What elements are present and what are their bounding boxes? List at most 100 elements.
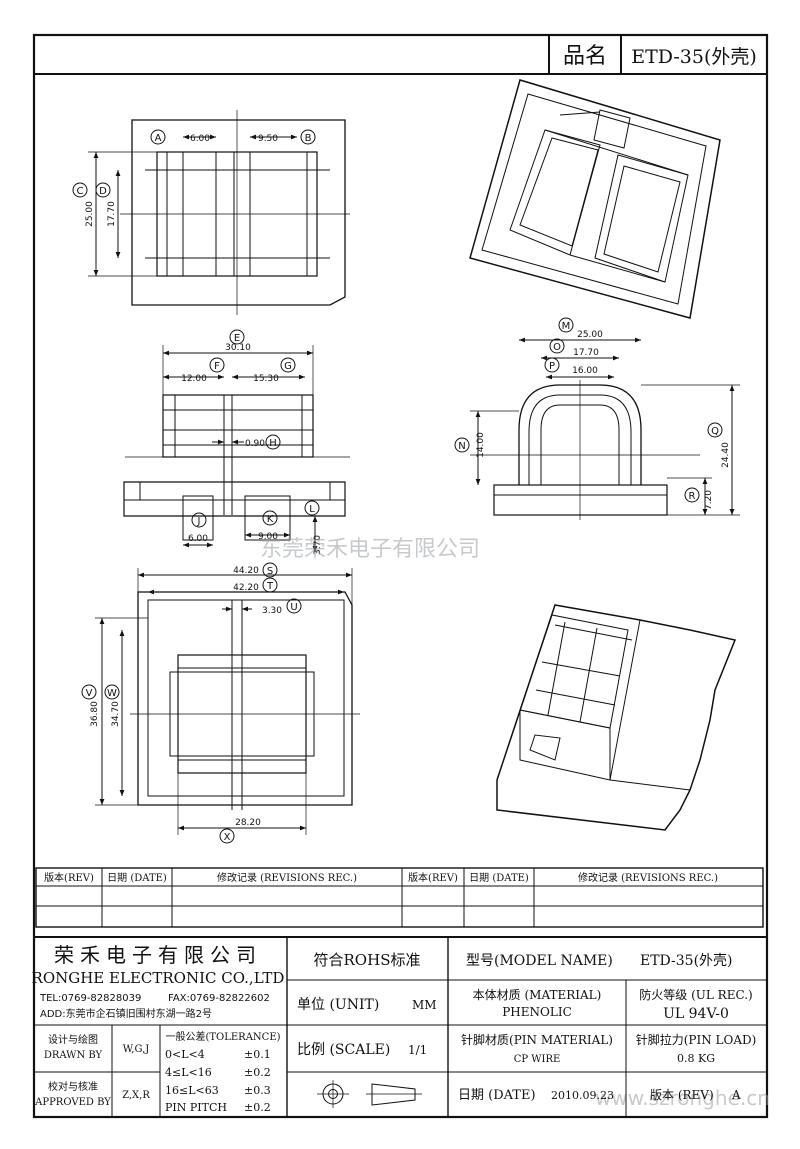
- scale-value: 1/1: [408, 1043, 427, 1057]
- projection-symbol-icon: [317, 1080, 422, 1108]
- tol-range-2: 4≤L<16: [165, 1066, 212, 1079]
- label-a: A: [155, 133, 162, 144]
- label-s: S: [267, 566, 273, 577]
- approved-by-value: Z,X,R: [122, 1090, 150, 1101]
- dim-g-value: 15.30: [253, 374, 279, 384]
- label-w: W: [107, 688, 117, 699]
- unit-label: 单位 (UNIT): [297, 997, 379, 1013]
- header-name-block: 品名 ETD-35(外壳): [34, 35, 767, 75]
- dim-s-value: 44.20: [233, 566, 259, 576]
- label-v: V: [86, 688, 93, 699]
- tol-value-3: ±0.3: [244, 1084, 271, 1097]
- top-view: 6.00 A 9.50 B 25.00 C 17.70 D: [72, 110, 350, 315]
- date-value: 2010.09.23: [551, 1089, 614, 1102]
- pin-load-label: 针脚拉力(PIN LOAD): [636, 1032, 757, 1047]
- tol-range-4: PIN PITCH: [165, 1101, 227, 1114]
- label-b: B: [305, 133, 312, 144]
- rohs-compliance: 符合ROHS标准: [314, 951, 421, 969]
- revision-table: 版本(REV) 日期 (DATE) 修改记录 (REVISIONS REC.) …: [35, 867, 764, 928]
- company-tel: TEL:0769-82828039: [39, 993, 141, 1004]
- rev-header-2: 版本(REV): [408, 871, 458, 884]
- tol-value-2: ±0.2: [244, 1066, 271, 1079]
- dim-u-value: 3.30: [262, 606, 282, 616]
- label-k: K: [267, 514, 274, 525]
- isometric-view-top: [469, 79, 721, 319]
- dim-r-value: 7.20: [704, 490, 714, 510]
- label-c: C: [77, 186, 84, 197]
- label-n: N: [458, 441, 465, 452]
- pin-material-value: CP WIRE: [514, 1054, 561, 1065]
- label-g: G: [284, 361, 292, 372]
- label-d: D: [99, 186, 107, 197]
- drawn-by-label-en: DRAWN BY: [44, 1050, 103, 1061]
- front-view: 30.10 E 12.00 F 15.30 G 0.90 H 6.00 J 9.…: [123, 329, 350, 555]
- tolerance-title: 一般公差(TOLERANCE): [165, 1030, 280, 1043]
- bottom-view: 44.20 S 42.20 T 3.30 U 36.80 V 34.70 W 2…: [81, 562, 360, 844]
- tol-value-4: ±0.2: [244, 1101, 271, 1114]
- label-l: L: [309, 504, 315, 515]
- rev-header-1: 版本(REV): [44, 871, 94, 884]
- dim-j-value: 6.00: [188, 534, 208, 544]
- drawn-by-value: W,G,J: [123, 1044, 150, 1055]
- sheet-border: [32, 33, 769, 1119]
- dim-b-value: 9.50: [258, 134, 278, 144]
- fire-rating-label: 防火等级 (UL REC.): [639, 987, 752, 1002]
- label-q: Q: [711, 426, 719, 437]
- dim-l-value: 3.70: [313, 535, 323, 555]
- model-name-value: ETD-35(外壳): [640, 952, 733, 969]
- product-name-value: ETD-35(外壳): [631, 46, 757, 68]
- unit-value: MM: [412, 998, 437, 1012]
- dim-a-value: 6.00: [190, 134, 210, 144]
- dim-w-value: 34.70: [111, 701, 121, 727]
- company-fax: FAX:0769-82822602: [168, 993, 270, 1004]
- product-name-label: 品名: [563, 44, 607, 69]
- revisions-header-2: 修改记录 (REVISIONS REC.): [578, 871, 718, 884]
- label-o: O: [553, 342, 561, 353]
- dim-q-value: 24.40: [721, 442, 731, 468]
- title-block: 荣禾电子有限公司 RONGHE ELECTRONIC CO.,LTD TEL:0…: [32, 936, 767, 1117]
- revision-value: A: [731, 1088, 741, 1102]
- label-p: P: [549, 361, 555, 372]
- label-x: X: [224, 832, 231, 843]
- material-label: 本体材质 (MATERIAL): [473, 988, 602, 1002]
- label-t: T: [266, 581, 274, 592]
- tol-range-3: 16≤L<63: [165, 1084, 219, 1097]
- pin-load-value: 0.8 KG: [677, 1052, 715, 1065]
- tol-range-1: 0<L<4: [165, 1048, 205, 1061]
- company-address: ADD:东莞市企石镇旧围村东湖一路2号: [40, 1007, 212, 1020]
- dim-c-value: 25.00: [85, 201, 95, 227]
- dim-v-value: 36.80: [90, 701, 100, 727]
- dim-m-value: 25.00: [577, 330, 603, 340]
- dim-h-value: 0.90: [245, 439, 265, 449]
- dim-x-value: 28.20: [235, 818, 261, 828]
- dim-k-value: 9.00: [258, 532, 278, 542]
- drawn-by-label-cn: 设计与绘图: [48, 1033, 98, 1046]
- company-name-cn: 荣禾电子有限公司: [54, 943, 262, 967]
- dim-n-value: 14.00: [476, 432, 486, 458]
- side-view: 25.00 M 17.70 O 16.00 P 14.00 N 24.40 Q …: [454, 317, 740, 520]
- approved-by-label-en: APPROVED BY: [34, 1097, 111, 1108]
- pin-material-label: 针脚材质(PIN MATERIAL): [461, 1032, 613, 1047]
- date-header-1: 日期 (DATE): [107, 872, 167, 884]
- revision-label: 版本 (REV): [650, 1088, 714, 1102]
- material-value: PHENOLIC: [502, 1005, 572, 1019]
- dim-t-value: 42.20: [233, 583, 259, 593]
- dim-o-value: 17.70: [573, 348, 599, 358]
- approved-by-label-cn: 校对与核准: [48, 1080, 98, 1093]
- watermark-url: www.szronghe.cn: [595, 1086, 770, 1110]
- label-e: E: [234, 333, 240, 344]
- dim-e-value: 30.10: [225, 343, 251, 353]
- date-label: 日期 (DATE): [458, 1088, 536, 1103]
- revisions-header-1: 修改记录 (REVISIONS REC.): [217, 871, 357, 884]
- label-h: H: [269, 438, 277, 449]
- scale-label: 比例 (SCALE): [297, 1042, 390, 1058]
- label-u: U: [290, 602, 297, 613]
- dim-p-value: 16.00: [572, 366, 598, 376]
- model-name-label: 型号(MODEL NAME): [466, 953, 613, 969]
- label-r: R: [689, 491, 696, 502]
- company-name-en: RONGHE ELECTRONIC CO.,LTD: [32, 969, 285, 987]
- label-f: F: [214, 361, 220, 372]
- date-header-2: 日期 (DATE): [469, 872, 529, 884]
- isometric-view-bottom: [496, 604, 737, 831]
